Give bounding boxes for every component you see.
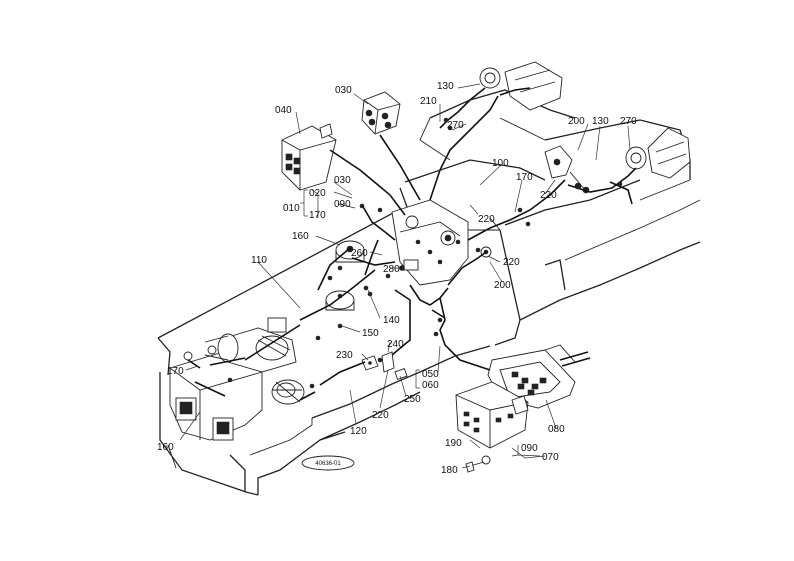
callout-030: 030 [334,175,351,186]
callout-190: 190 [445,438,462,449]
callout-010: 010 [283,203,300,214]
callout-280: 280 [383,264,400,275]
callout-250: 250 [404,394,421,405]
sensor-230 [361,355,379,371]
callout-170: 170 [167,366,184,377]
callout-040: 040 [275,105,292,116]
leader-lines [179,83,631,469]
combination-switch [544,145,590,194]
headlight-right [625,127,691,179]
bolt-180-190 [465,455,491,473]
callout-180: 180 [441,465,458,476]
callout-030: 030 [335,85,352,96]
callout-090: 090 [521,443,538,454]
callout-020: 020 [309,188,326,199]
callout-160: 160 [292,231,309,242]
reference-tag: 40636-01 [301,455,355,471]
callout-130: 130 [437,81,454,92]
callout-220: 220 [503,257,520,268]
callout-270: 270 [620,116,637,127]
callout-100: 100 [492,158,509,169]
callout-220: 220 [540,190,557,201]
callout-260: 260 [351,248,368,259]
relay-030 [361,91,401,135]
connector-250 [394,367,408,381]
callout-230: 230 [336,350,353,361]
callout-080: 080 [548,424,565,435]
grouping-brackets [300,189,541,457]
callout-140: 140 [383,315,400,326]
fuse-box-base-090 [455,381,529,449]
callout-170: 170 [309,210,326,221]
callout-160: 160 [157,442,174,453]
relay-040 [281,123,337,191]
callout-240: 240 [387,339,404,350]
callout-090: 090 [334,199,351,210]
callout-labels: 040 030 130 210 270 200 130 270 100 170 … [157,81,637,476]
callout-130: 130 [592,116,609,127]
reference-code: 40636-01 [315,461,341,467]
callout-150: 150 [362,328,379,339]
callout-210: 210 [420,96,437,107]
wire-harness [187,87,637,401]
air-cleaner-cap [325,290,355,311]
callout-050: 050 [422,369,439,380]
callout-170: 170 [516,172,533,183]
headlight-left [479,61,563,111]
connector-240 [381,351,395,373]
main-switch-panel [391,199,469,286]
callout-120: 120 [350,426,367,437]
alternator [271,379,305,405]
tractor-body-outline [157,89,701,496]
callout-200: 200 [494,280,511,291]
callout-220: 220 [478,214,495,225]
callout-070: 070 [542,452,559,463]
callout-200: 200 [568,116,585,127]
callout-220: 220 [372,410,389,421]
callout-110: 110 [251,255,267,266]
callout-060: 060 [422,380,439,391]
callout-270: 270 [447,120,464,131]
battery-assembly [169,345,263,441]
